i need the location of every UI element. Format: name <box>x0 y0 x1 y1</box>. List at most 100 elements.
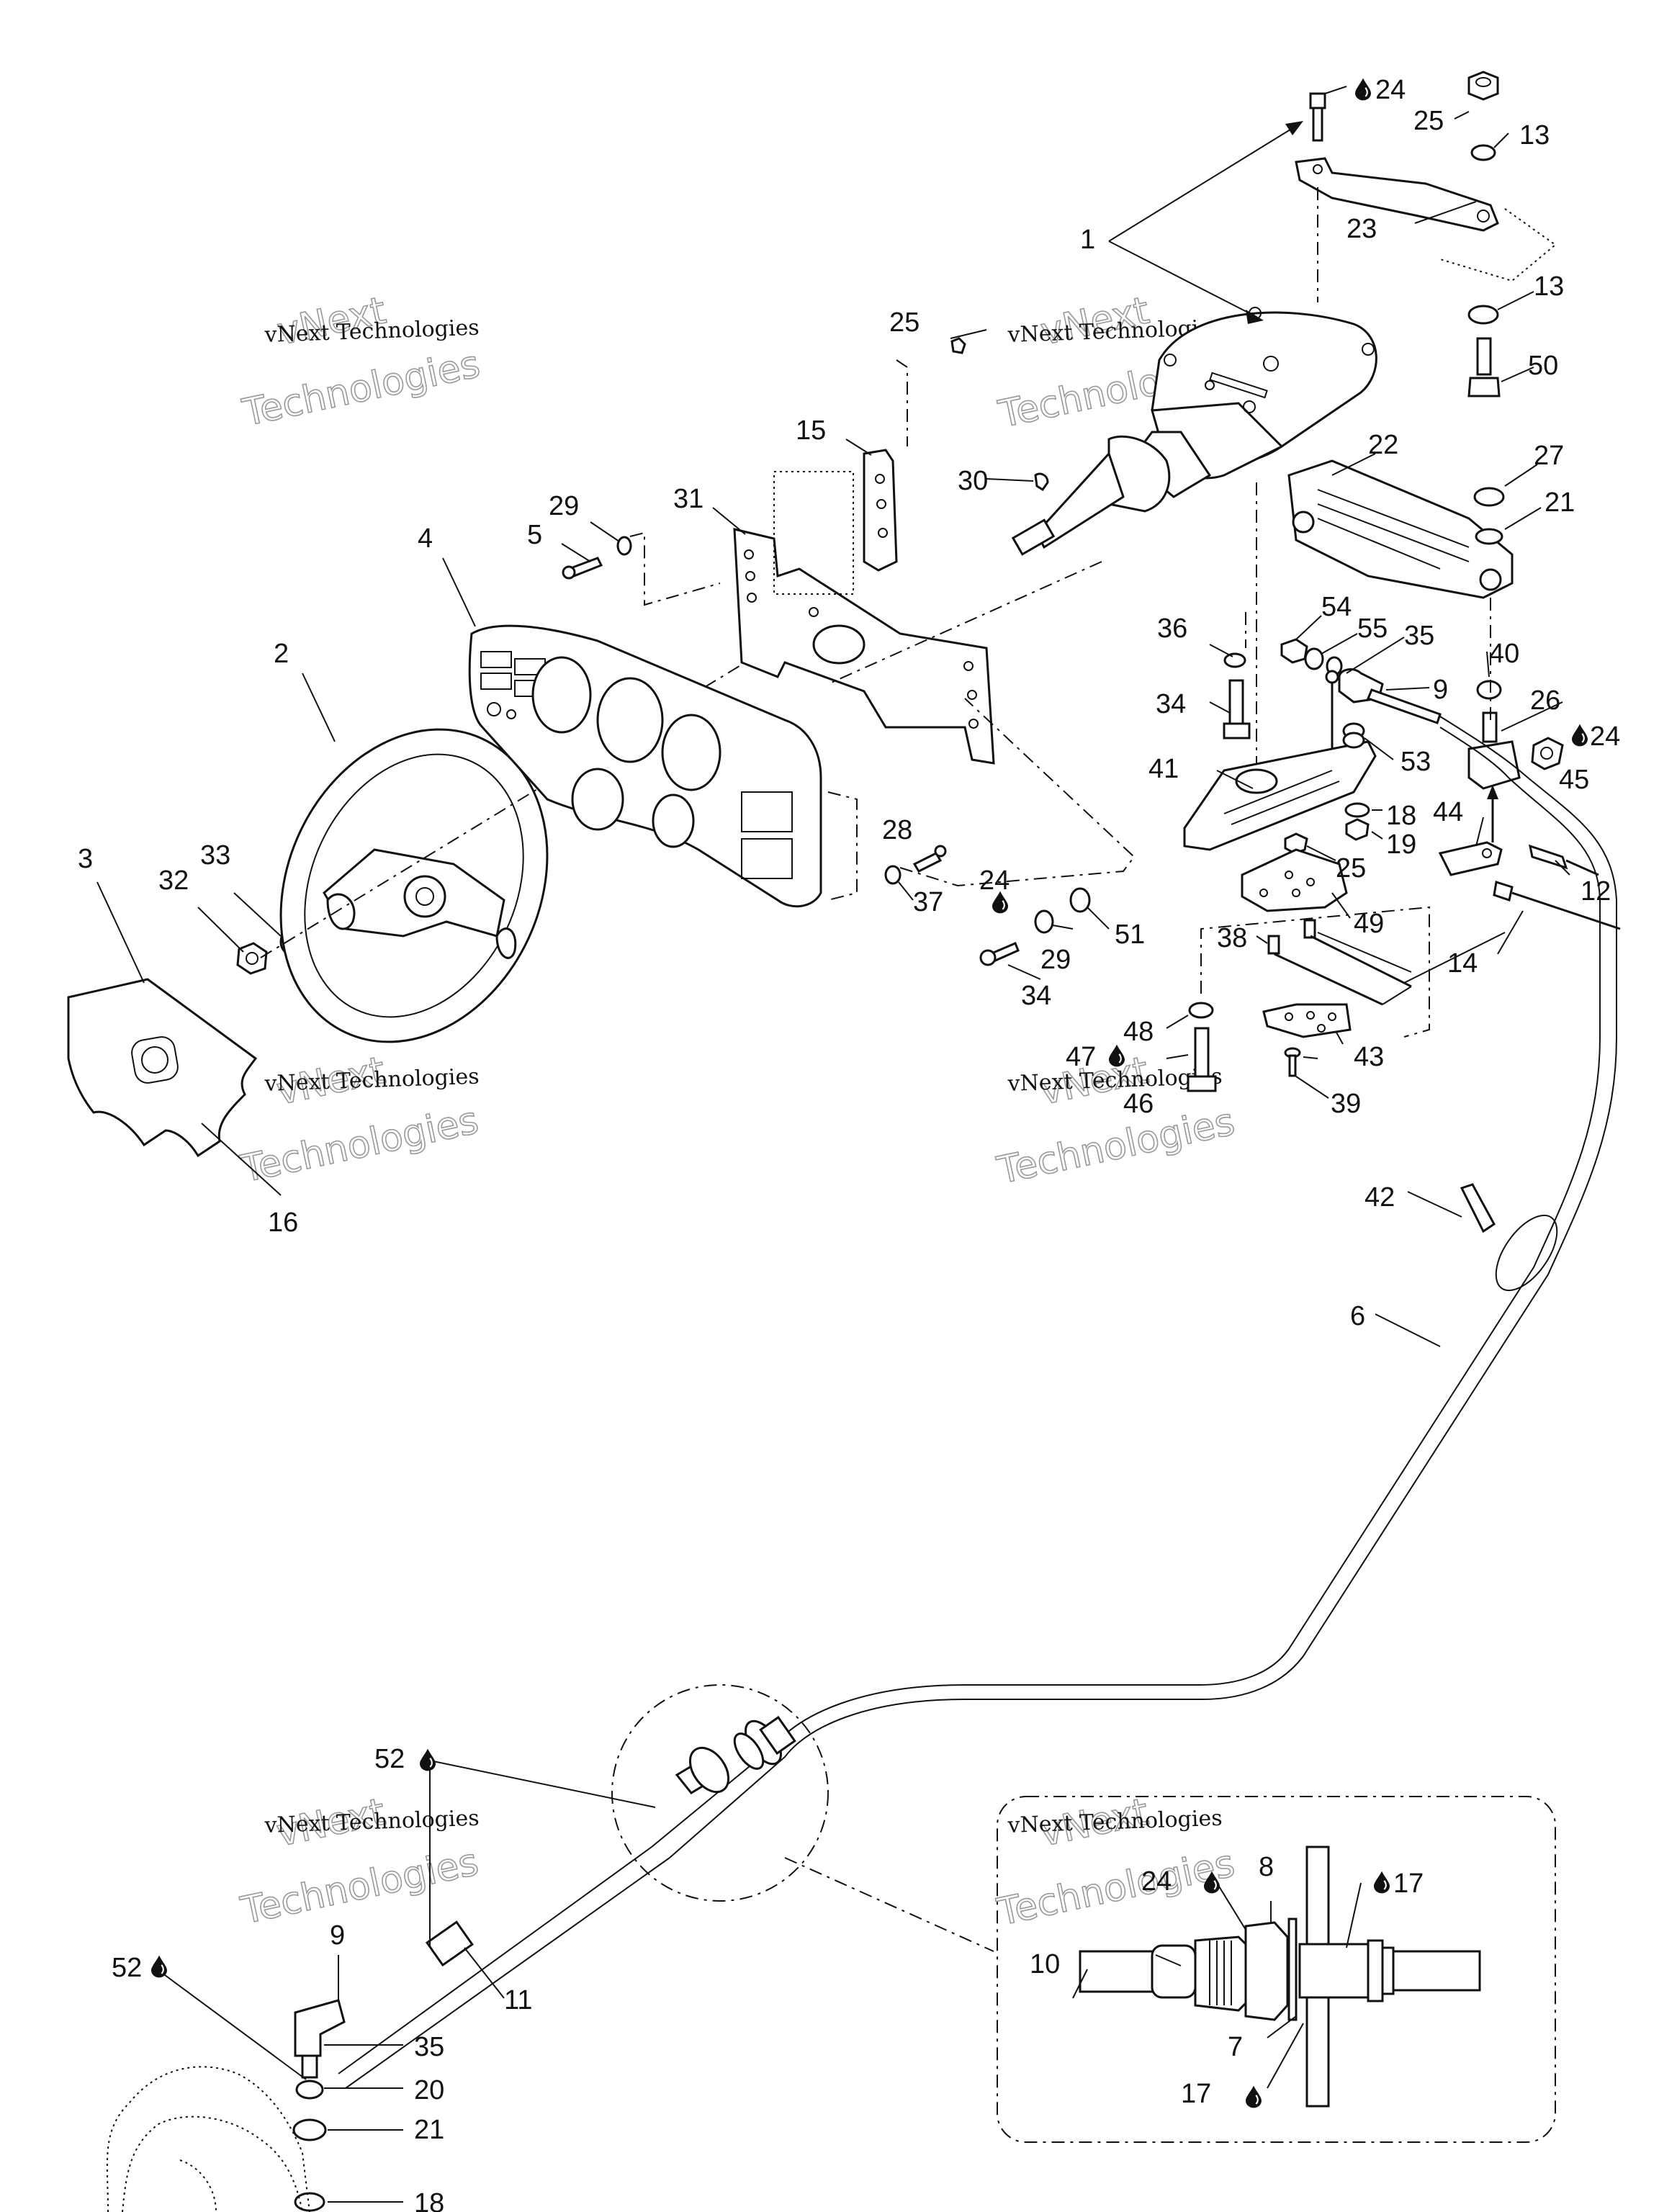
washer-18-top <box>1344 802 1370 818</box>
washer-13-top <box>1470 144 1496 161</box>
plate-23 <box>1295 157 1499 232</box>
elbow-35-lower <box>294 1999 346 2079</box>
washer-55 <box>1304 647 1324 670</box>
nut-45 <box>1531 737 1564 770</box>
callout-52-left: 52 <box>112 1953 142 1983</box>
callout-44: 44 <box>1433 797 1463 827</box>
rod-9-upper <box>1367 688 1442 724</box>
callout-18-top: 18 <box>1386 801 1416 831</box>
screw-24-top <box>1309 92 1326 142</box>
callout-6: 6 <box>1350 1301 1365 1331</box>
callout-16: 16 <box>268 1208 298 1238</box>
callout-21-bottom: 21 <box>414 2115 444 2145</box>
washer-36 <box>1223 652 1246 668</box>
nut-25-mid <box>1284 832 1308 855</box>
bolt-50 <box>1467 337 1501 397</box>
lower-bracket-line <box>1200 906 1430 1038</box>
callout-18-bottom: 18 <box>414 2188 444 2212</box>
callout-5: 5 <box>527 520 542 550</box>
cable-end-14 <box>1493 881 1514 902</box>
washer-20 <box>295 2080 324 2100</box>
washer-29-right <box>1034 909 1054 934</box>
callout-24-top: 24 <box>1375 75 1406 105</box>
nut-27 <box>1473 487 1505 507</box>
callout-22: 22 <box>1368 430 1398 460</box>
callout-11: 11 <box>504 1985 532 2015</box>
washer-21-bottom <box>292 2118 327 2141</box>
detail-leader <box>784 1857 994 1952</box>
helm-axis-line <box>827 561 1102 685</box>
steering-cable <box>651 716 1617 1858</box>
callout-33: 33 <box>200 840 230 871</box>
callout-25-top: 25 <box>1413 106 1444 136</box>
cable-38b <box>1310 935 1412 988</box>
callout-29-left: 29 <box>549 491 579 521</box>
callout-32: 32 <box>158 866 189 896</box>
callout-37: 37 <box>913 887 943 917</box>
callout-26: 26 <box>1530 685 1560 716</box>
cable-14-inner <box>1403 932 1506 984</box>
callout-55: 55 <box>1357 613 1388 644</box>
callout-21-top: 21 <box>1545 487 1575 518</box>
spacer-53 <box>1342 732 1365 749</box>
nut-25-top <box>950 337 966 354</box>
callout-48: 48 <box>1123 1017 1154 1047</box>
callout-19: 19 <box>1386 830 1416 860</box>
washer-37 <box>884 865 902 885</box>
cable-end-12 <box>1529 844 1568 870</box>
callout-17-top: 17 <box>1393 1869 1424 1899</box>
bracket-22 <box>1287 459 1514 599</box>
callout-34-upper: 34 <box>1156 689 1186 719</box>
cable-38a <box>1274 953 1383 1006</box>
callout-15: 15 <box>796 415 826 446</box>
dash-panel-bracket-line <box>827 791 858 901</box>
callout-51: 51 <box>1115 920 1145 950</box>
callout-17-bottom: 17 <box>1181 2079 1211 2109</box>
cable-outline <box>1317 932 1412 1005</box>
svg-text:Technologies: Technologies <box>994 1842 1238 1934</box>
cable-fitting <box>675 1715 796 1794</box>
bracket-15-screw-line <box>896 359 908 446</box>
callout-38: 38 <box>1217 923 1247 953</box>
nut-32 <box>236 942 268 975</box>
clip-44 <box>1438 841 1503 876</box>
callout-25-mid: 25 <box>1336 853 1366 884</box>
callout-24-detail: 24 <box>1141 1866 1172 1897</box>
callout-3: 3 <box>78 844 93 874</box>
bolt-34-line <box>899 698 1136 887</box>
washer-18-bottom <box>294 2192 325 2212</box>
callout-25-left: 25 <box>889 307 920 338</box>
callout-35-upper: 35 <box>1404 621 1434 651</box>
drop-icon <box>1355 78 1371 101</box>
bracket-outline-dotted <box>773 471 854 595</box>
cable-12 <box>1565 859 1599 876</box>
screw-39 <box>1284 1047 1301 1077</box>
callout-53: 53 <box>1401 747 1431 777</box>
washer-21-top <box>1475 528 1503 545</box>
callout-28: 28 <box>882 815 912 845</box>
steering-cover <box>67 978 258 1158</box>
callout-36: 36 <box>1157 613 1187 644</box>
washer-13-bottom <box>1467 305 1499 325</box>
svg-text:Technologies: Technologies <box>237 1099 482 1191</box>
cable-end-38b <box>1303 919 1316 939</box>
bracket-41 <box>1183 740 1377 851</box>
watermark-5: vNext Technologies <box>237 1790 483 1934</box>
plate-49 <box>1241 848 1348 912</box>
drop-icon <box>1246 2085 1262 2108</box>
callout-46: 46 <box>1123 1089 1154 1119</box>
bracket-15 <box>863 449 898 572</box>
callout-13-top: 13 <box>1519 120 1550 150</box>
callout-52-top: 52 <box>374 1744 405 1774</box>
callout-2: 2 <box>274 639 289 669</box>
drop-icon <box>420 1748 436 1771</box>
screw-5-line <box>629 531 721 606</box>
bolt-46 <box>1187 1027 1217 1092</box>
key-30 <box>1034 472 1049 492</box>
drop-icon <box>1572 724 1588 747</box>
steering-wheel <box>279 728 549 1043</box>
bushing-40 <box>1476 680 1502 700</box>
callout-24-right: 24 <box>1590 721 1620 752</box>
callout-12: 12 <box>1581 876 1611 907</box>
cable-lower-run <box>338 1846 670 2089</box>
